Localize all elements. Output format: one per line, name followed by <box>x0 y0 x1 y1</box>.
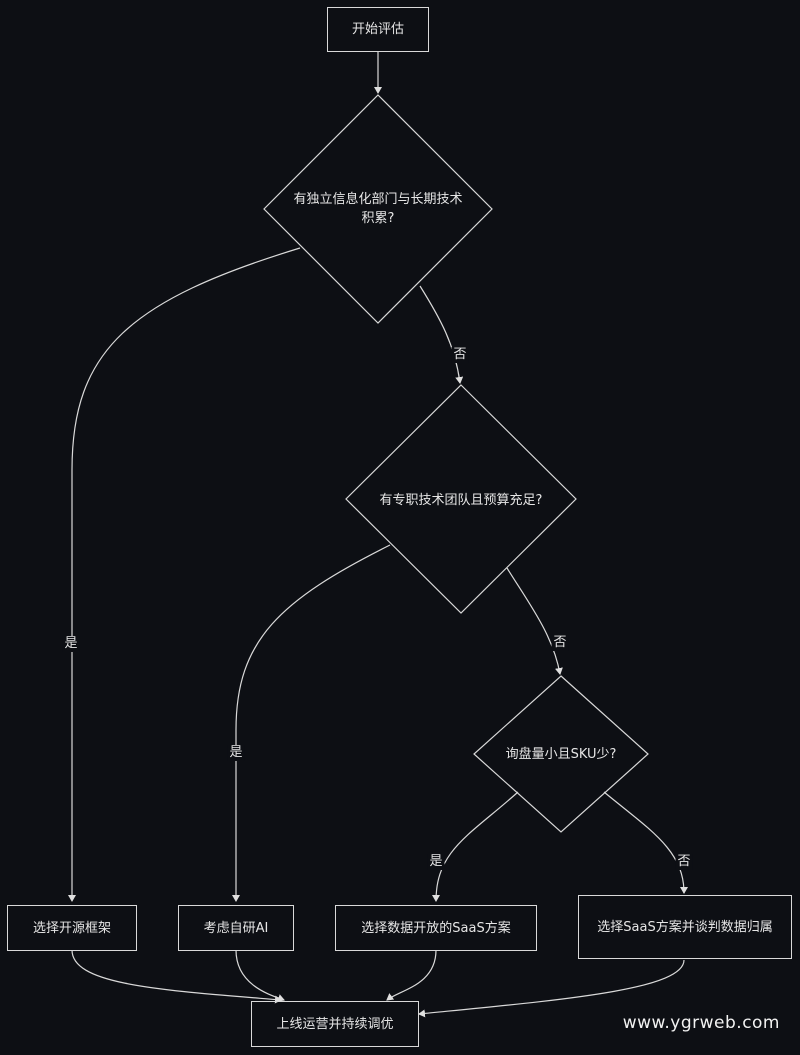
end-node: 上线运营并持续调优 <box>251 1001 419 1047</box>
action-saas-open: 选择数据开放的SaaS方案 <box>335 905 537 951</box>
decision-3-label: 询盘量小且SKU少? <box>505 746 617 762</box>
edge-label-q2-yes: 是 <box>227 745 245 761</box>
edge-q1-no <box>419 285 464 384</box>
edge-saasopen-end <box>386 949 437 1001</box>
start-label: 开始评估 <box>351 22 404 37</box>
action-open-source: 选择开源框架 <box>7 905 137 951</box>
start-node: 开始评估 <box>327 7 429 52</box>
edge-label-q3-yes: 是 <box>427 854 445 870</box>
edge-label-q1-yes: 是 <box>62 636 80 652</box>
edge-label-q1-no: 否 <box>451 347 469 363</box>
edge-q2-yes <box>232 544 391 902</box>
edge-saasneg-end <box>418 959 685 1018</box>
edge-label-q2-no: 否 <box>551 635 569 651</box>
decision-diamond-2 <box>345 384 577 614</box>
decision-1-label: 有独立信息化部门与长期技术积累? <box>293 192 463 226</box>
edge-open-end <box>71 949 282 1004</box>
edge-q1-yes <box>68 247 301 902</box>
action-self-ai: 考虑自研AI <box>178 905 294 951</box>
decision-2-label: 有专职技术团队且预算充足? <box>379 492 543 508</box>
edge-q2-no <box>506 567 563 675</box>
edge-label-q3-no: 否 <box>675 854 693 870</box>
decision-diamond-1 <box>263 94 493 324</box>
action-saas-negotiate: 选择SaaS方案并谈判数据归属 <box>578 895 792 959</box>
decision-diamond-3 <box>473 675 649 833</box>
edge-q3-yes <box>432 791 519 902</box>
edge-q3-no <box>603 791 688 894</box>
edge-ai-end <box>235 949 285 1002</box>
watermark-text: www.ygrweb.com <box>622 1013 780 1033</box>
